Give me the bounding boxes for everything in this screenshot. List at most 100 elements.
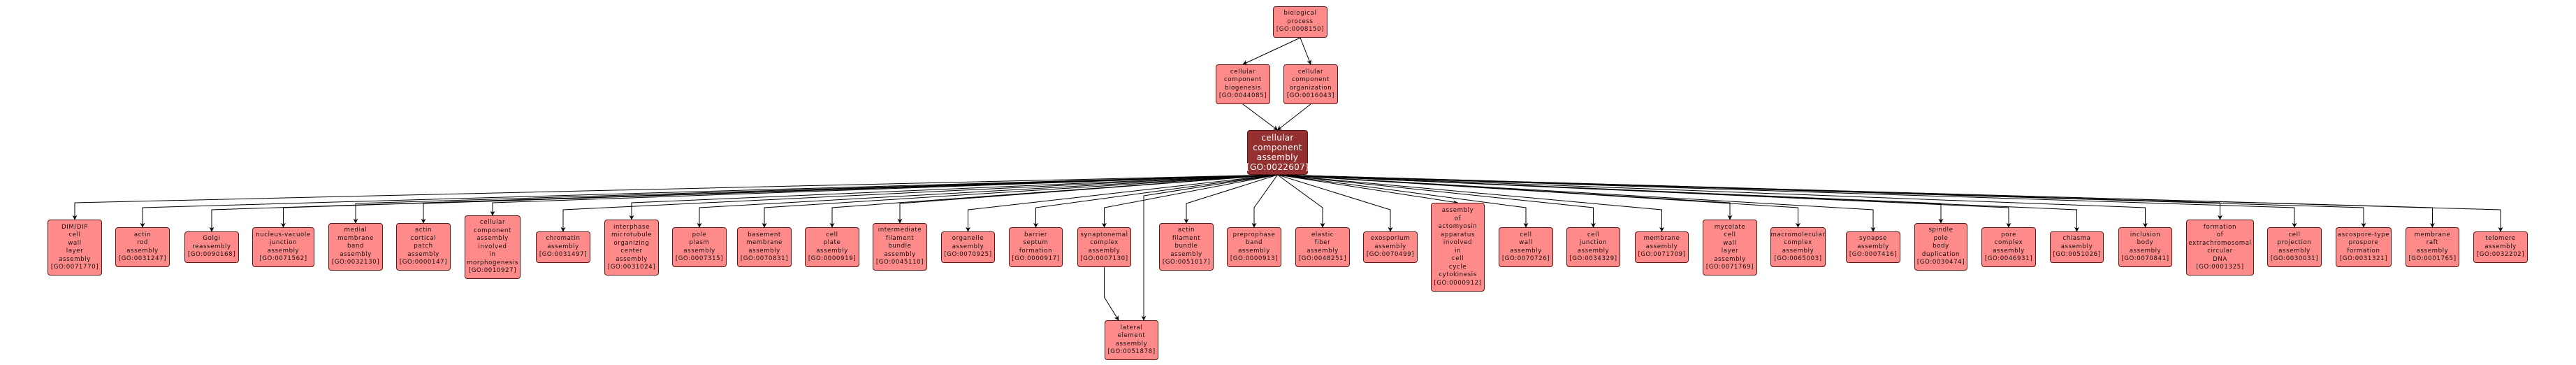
node-label-line: bundle (1174, 243, 1198, 250)
edge-arrow (560, 174, 1278, 232)
node-label-line: assembly (1115, 340, 1148, 348)
node-label-line: center (620, 248, 643, 255)
edge-arrow (421, 174, 1278, 224)
edge-arrow (1102, 174, 1278, 228)
node-label-line: layer (1721, 248, 1739, 255)
node-label-line: component (1291, 76, 1330, 83)
node-go-id: [GO:0048251] (1298, 255, 1347, 262)
node-label-line: prospore (2348, 239, 2379, 246)
node-label-line: biogenesis (1225, 84, 1261, 92)
node-label-line: membrane (337, 234, 374, 242)
node-label-line: assembly (1782, 247, 1814, 255)
node-label-line: component (473, 227, 512, 234)
node-label-line: actin (414, 227, 432, 234)
node-label-line: pore (2001, 231, 2016, 238)
node-go-id: [GO:0071769] (1705, 264, 1754, 271)
node-label-line: inclusion (2130, 231, 2161, 238)
node-label-line: cellular (1230, 68, 1256, 76)
edge-arrow (697, 174, 1278, 228)
edge-arrow (353, 174, 1278, 224)
node-label-line: assembly (126, 247, 159, 255)
node-label-line: basement (748, 231, 781, 238)
node-go-id: [GO:0010927] (468, 267, 517, 275)
node-label-line: plasm (689, 239, 710, 246)
node-label-line: assembly (1307, 247, 1339, 255)
node-label-line: spindle (1928, 227, 1953, 234)
node-label-line: assembly (884, 250, 916, 258)
edge-arrow (1277, 174, 1596, 228)
edge-arrow (1141, 174, 1278, 321)
node-label-line: wall (1519, 239, 1533, 246)
node-label-line: membrane (2414, 231, 2451, 238)
node-go-id: [GO:0031024] (607, 264, 656, 271)
node-label-line: organelle (952, 235, 984, 243)
node-go-id: [GO:0031321] (2339, 255, 2388, 262)
node-label-line: assembly (1857, 243, 1889, 250)
node-go-id: [GO:0001325] (2196, 264, 2244, 271)
node-label-line: band (1245, 239, 1263, 246)
edge-arrow (1242, 103, 1279, 131)
node-go-id: [GO:0030031] (2270, 255, 2319, 262)
node-go-id: [GO:0001765] (2408, 255, 2457, 262)
node-label-line: projection (2277, 239, 2312, 246)
node-label-line: element (1117, 332, 1146, 339)
node-label-line: morphogenesis (467, 259, 518, 266)
node-label-line: ascospore-type (2337, 231, 2390, 238)
node-label-line: assembly (1374, 243, 1406, 250)
node-label-line: membrane (746, 239, 783, 246)
node-label-line: elastic (1311, 231, 1334, 238)
node-label-line: pole (692, 231, 707, 238)
node-label-line: assembly (1256, 152, 1299, 162)
node-label-line: assembly (1993, 247, 2025, 255)
node-label-line: assembly (1238, 247, 1270, 255)
node-label-line: barrier (1024, 231, 1048, 238)
node-label-line: layer (66, 248, 84, 255)
node-label-line: organization (1289, 84, 1332, 92)
node-label-line: band (347, 243, 365, 250)
node-label-line: exosporium (1370, 235, 1411, 243)
node-label-line: actin (133, 231, 152, 238)
